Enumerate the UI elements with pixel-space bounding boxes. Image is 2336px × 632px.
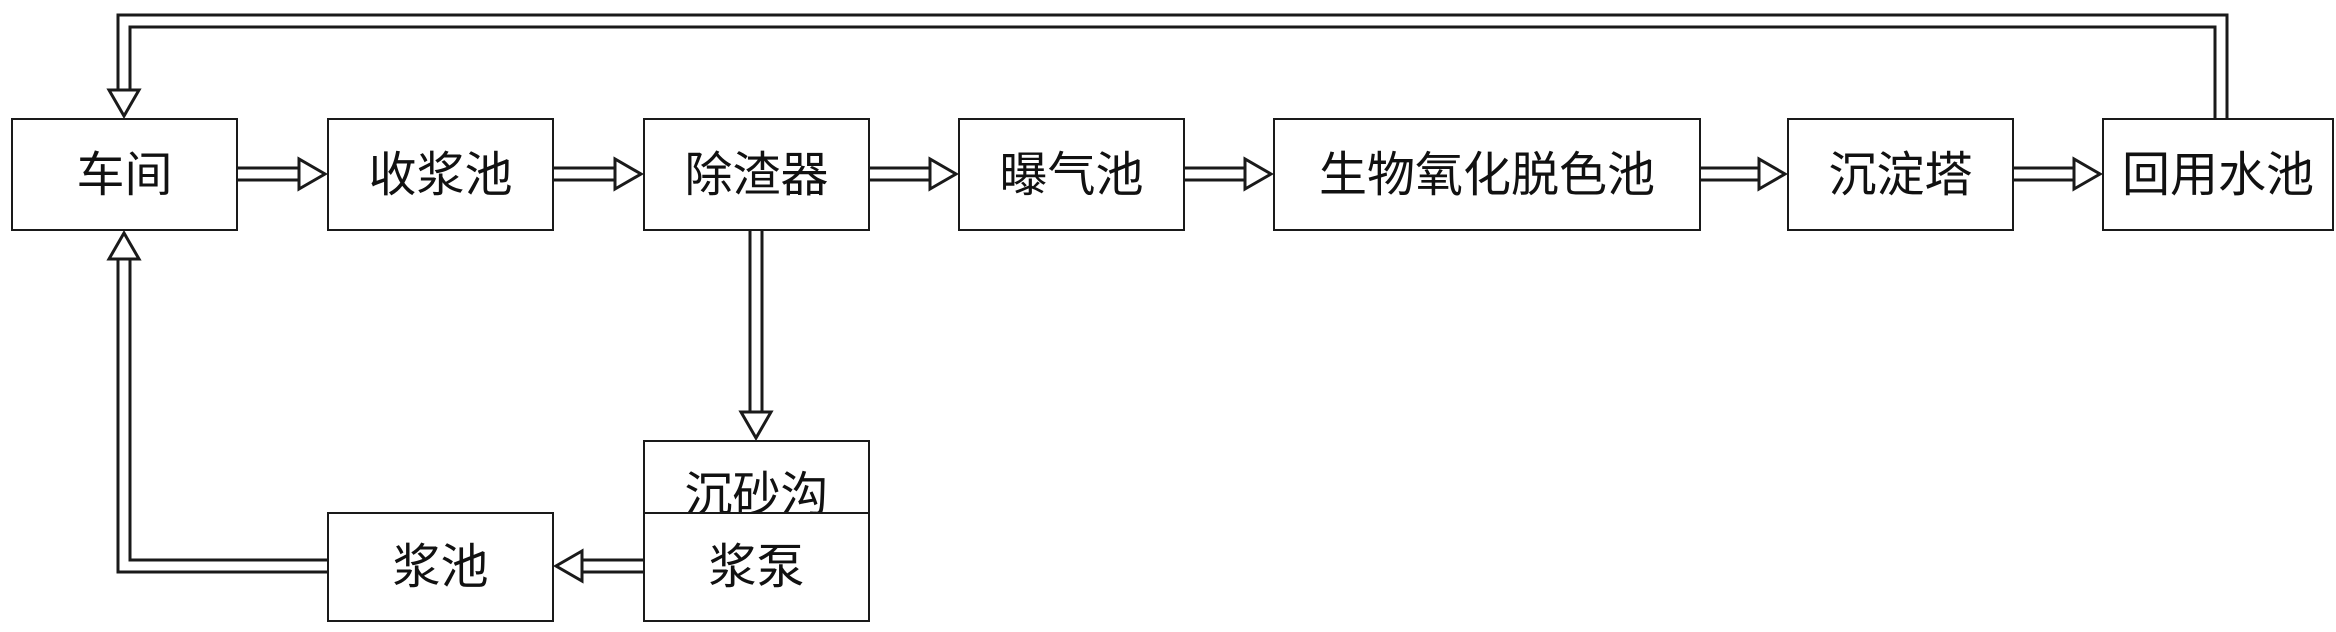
node-workshop: 车间 <box>11 118 238 231</box>
node-label: 收浆池 <box>368 146 513 203</box>
node-reuse-water-pool: 回用水池 <box>2102 118 2334 231</box>
node-label: 生物氧化脱色池 <box>1318 146 1655 203</box>
node-label: 沉淀塔 <box>1828 146 1973 203</box>
node-label: 曝气池 <box>999 146 1144 203</box>
node-label: 除渣器 <box>684 146 829 203</box>
arrow-workshop-to-collect <box>238 156 329 192</box>
arrow-desander-to-grit <box>738 231 774 442</box>
node-label: 回用水池 <box>2121 146 2314 203</box>
node-label: 沉砂沟 <box>684 467 829 523</box>
node-aeration-pool: 曝气池 <box>958 118 1185 231</box>
arrow-collect-to-desander <box>554 156 645 192</box>
node-label: 车间 <box>76 146 173 203</box>
arrow-settling-to-reuse <box>2014 156 2104 192</box>
node-pulp-pool: 浆池 <box>327 512 554 622</box>
node-label: 浆泵 <box>708 539 805 595</box>
node-bio-oxidation-decolor-pool: 生物氧化脱色池 <box>1273 118 1701 231</box>
node-settling-tower: 沉淀塔 <box>1787 118 2014 231</box>
arrow-aeration-to-bio <box>1185 156 1275 192</box>
node-pulp-pump: 浆泵 <box>643 512 870 622</box>
arrow-pulp-pump-to-pulp-pool <box>552 548 643 584</box>
arrow-pulp-pool-to-workshop <box>106 229 327 574</box>
node-desander: 除渣器 <box>643 118 870 231</box>
arrow-bio-to-settling <box>1701 156 1789 192</box>
arrow-reuse-to-workshop <box>106 13 2229 120</box>
node-collect-pool: 收浆池 <box>327 118 554 231</box>
arrow-desander-to-aeration <box>870 156 960 192</box>
node-label: 浆池 <box>392 539 489 595</box>
